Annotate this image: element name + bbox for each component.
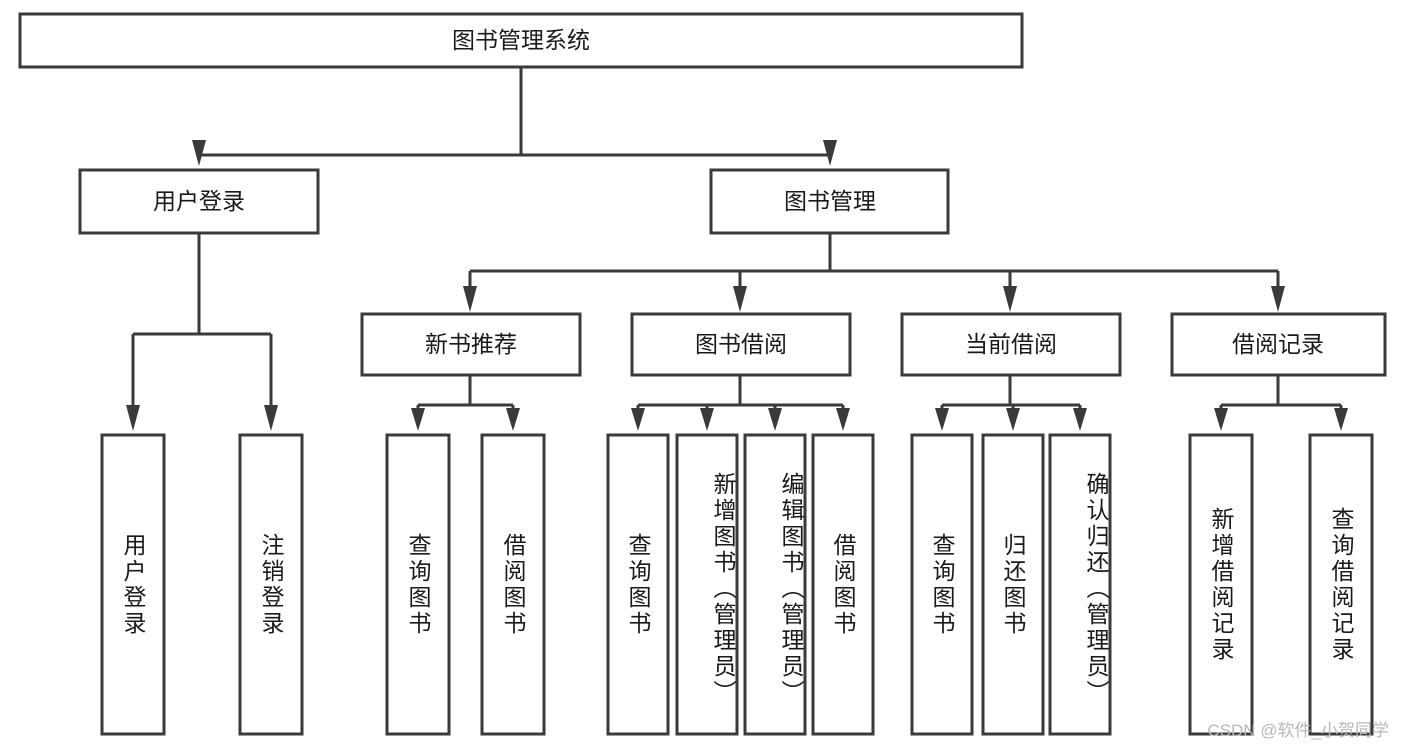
node-new-book-recommend-box[interactable] xyxy=(360,312,582,377)
node-root-box[interactable] xyxy=(18,12,1024,69)
leaf-box-return-book[interactable] xyxy=(981,433,1045,736)
arrowhead-leaf-logout xyxy=(264,405,278,431)
arrowhead-borrow-record xyxy=(1271,286,1285,312)
arrowhead-cb-return xyxy=(1006,408,1020,431)
leaf-box-query-book-current[interactable] xyxy=(910,433,974,736)
node-user-login-box[interactable] xyxy=(78,168,320,235)
leaf-box-query-book-rec[interactable] xyxy=(385,433,451,736)
node-borrow-record-label: 借阅记录 xyxy=(1232,331,1324,357)
node-book-management-box[interactable] xyxy=(709,168,950,235)
arrowhead-cb-query xyxy=(935,408,949,431)
arrowhead-current-borrow xyxy=(1003,286,1017,312)
node-user-login-label: 用户登录 xyxy=(153,188,245,214)
arrowhead-bb-query xyxy=(631,408,645,431)
connector-group-borrow-record xyxy=(1214,375,1348,431)
node-current-borrow-label: 当前借阅 xyxy=(965,331,1057,357)
connector-group-current-borrow xyxy=(935,375,1087,431)
arrowhead-bb-edit xyxy=(768,408,782,431)
csdn-watermark: CSDN @软件_小贺同学 xyxy=(1207,721,1389,740)
arrowhead-bb-add xyxy=(700,408,714,431)
leaf-box-logout[interactable] xyxy=(238,433,304,736)
node-book-borrow-label: 图书借阅 xyxy=(695,331,787,357)
arrowhead-user-login xyxy=(192,140,206,166)
leaf-box-confirm-return-admin[interactable] xyxy=(1048,433,1112,736)
connector-group-book-borrow xyxy=(631,375,850,431)
node-new-book-recommend-label: 新书推荐 xyxy=(425,331,517,357)
arrowhead-new-book-rec xyxy=(463,286,477,312)
arrowhead-cb-confirm xyxy=(1073,408,1087,431)
leaf-box-query-borrow-record[interactable] xyxy=(1308,433,1374,736)
leaf-box-edit-book-admin[interactable] xyxy=(743,433,807,736)
leaf-box-borrow-book-rec[interactable] xyxy=(480,433,546,736)
connector-group-root xyxy=(197,67,830,160)
leaf-box-add-book-admin[interactable] xyxy=(675,433,739,736)
node-book-management-label: 图书管理 xyxy=(784,188,876,214)
leaf-box-user-login[interactable] xyxy=(100,433,166,736)
node-book-borrow-box[interactable] xyxy=(630,312,852,377)
arrowhead-newbook-borrow xyxy=(506,408,520,431)
arrowhead-bb-borrow xyxy=(836,408,850,431)
connector-group-book-mgmt xyxy=(463,233,1285,312)
leaf-box-add-borrow-record[interactable] xyxy=(1188,433,1254,736)
arrowhead-book-borrow xyxy=(733,286,747,312)
leaf-box-borrow-book[interactable] xyxy=(811,433,875,736)
node-root-label: 图书管理系统 xyxy=(452,27,590,53)
connector-root-fan xyxy=(192,140,837,166)
connector-group-user-login xyxy=(126,233,278,431)
arrowhead-book-mgmt xyxy=(823,140,837,166)
leaf-box-query-book-borrow[interactable] xyxy=(606,433,670,736)
node-borrow-record-box[interactable] xyxy=(1170,312,1387,377)
arrowhead-leaf-user-login xyxy=(126,405,140,431)
arrowhead-br-add xyxy=(1214,408,1228,431)
arrowhead-newbook-query xyxy=(411,408,425,431)
node-current-borrow-box[interactable] xyxy=(900,312,1122,377)
arrowhead-br-query xyxy=(1334,408,1348,431)
connector-group-new-book-rec xyxy=(411,375,520,431)
